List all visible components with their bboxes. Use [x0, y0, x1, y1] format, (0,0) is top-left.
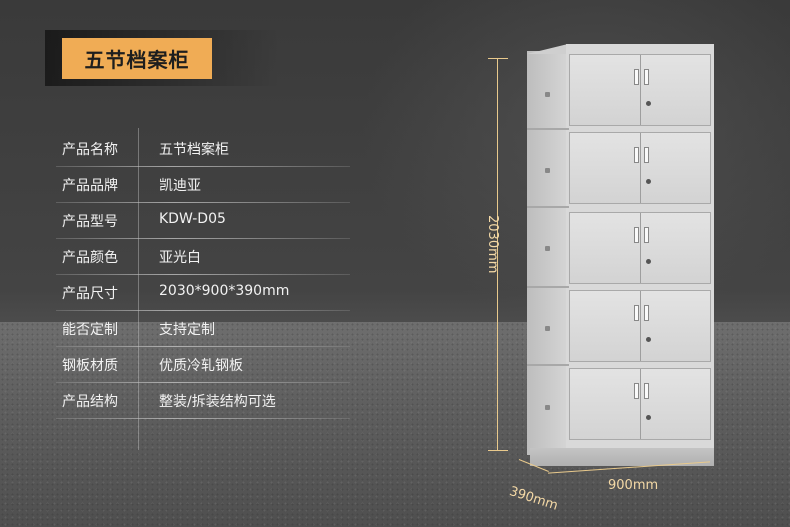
- cabinet-side-seam: [527, 364, 569, 366]
- door-split: [640, 213, 641, 283]
- spec-row: 能否定制 支持定制: [44, 310, 350, 347]
- door-split: [640, 291, 641, 361]
- height-dimension-line: [497, 58, 498, 450]
- door-split: [640, 133, 641, 203]
- cabinet-side-hole: [545, 405, 550, 410]
- door-handle: [634, 227, 639, 243]
- cabinet-door: [569, 290, 711, 362]
- door-split: [640, 55, 641, 125]
- spec-row-line: [56, 202, 350, 203]
- door-handle: [644, 147, 649, 163]
- cabinet-base: [530, 448, 714, 466]
- spec-row-line: [56, 310, 350, 311]
- spec-value: 五节档案柜: [159, 142, 229, 158]
- door-handle: [644, 383, 649, 399]
- door-handle: [644, 69, 649, 85]
- spec-row-line: [56, 418, 350, 419]
- cabinet-side-seam: [527, 286, 569, 288]
- spec-key: 产品颜色: [62, 250, 118, 266]
- door-lock: [646, 337, 651, 342]
- spec-value: 优质冷轧钢板: [159, 358, 243, 374]
- height-tick-bottom: [488, 450, 508, 451]
- spec-row-line: [56, 346, 350, 347]
- door-handle: [634, 147, 639, 163]
- spec-row-line: [56, 382, 350, 383]
- door-lock: [646, 179, 651, 184]
- cabinet-door: [569, 368, 711, 440]
- spec-key: 产品型号: [62, 214, 118, 230]
- door-handle: [644, 305, 649, 321]
- spec-row: 产品品牌 凯迪亚: [44, 166, 350, 203]
- spec-row: 产品尺寸 2030*900*390mm: [44, 274, 350, 311]
- cabinet-side-hole: [545, 168, 550, 173]
- cabinet-side-seam: [527, 206, 569, 208]
- spec-row: 产品颜色 亚光白: [44, 238, 350, 275]
- door-handle: [634, 383, 639, 399]
- door-lock: [646, 259, 651, 264]
- spec-value: 整装/拆装结构可选: [159, 394, 276, 410]
- door-handle: [634, 69, 639, 85]
- spec-key: 产品名称: [62, 142, 118, 158]
- spec-row: 产品结构 整装/拆装结构可选: [44, 382, 350, 419]
- door-lock: [646, 101, 651, 106]
- door-handle: [634, 305, 639, 321]
- spec-value: 支持定制: [159, 322, 215, 338]
- door-split: [640, 369, 641, 439]
- spec-value: 2030*900*390mm: [159, 283, 290, 299]
- spec-value: 亚光白: [159, 250, 201, 266]
- spec-key: 产品品牌: [62, 178, 118, 194]
- spec-value: 凯迪亚: [159, 178, 201, 194]
- cabinet-side-hole: [545, 326, 550, 331]
- spec-row-line: [56, 238, 350, 239]
- spec-value: KDW-D05: [159, 211, 226, 227]
- cabinet-side-hole: [545, 246, 550, 251]
- width-dimension-label: 900mm: [608, 478, 659, 493]
- spec-key: 钢板材质: [62, 358, 118, 374]
- spec-row: 产品名称 五节档案柜: [44, 130, 350, 167]
- door-handle: [644, 227, 649, 243]
- spec-row-line: [56, 274, 350, 275]
- product-title: 五节档案柜: [62, 38, 212, 79]
- spec-key: 产品尺寸: [62, 286, 118, 302]
- cabinet-door: [569, 132, 711, 204]
- cabinet-side-hole: [545, 92, 550, 97]
- door-lock: [646, 415, 651, 420]
- cabinet-side-seam: [527, 128, 569, 130]
- cabinet-side-panel: [527, 51, 569, 455]
- spec-row-line: [56, 166, 350, 167]
- cabinet-door: [569, 54, 711, 126]
- spec-table-divider: [138, 128, 139, 450]
- height-tick-top: [488, 58, 508, 59]
- spec-row: 产品型号 KDW-D05: [44, 202, 350, 239]
- cabinet-door: [569, 212, 711, 284]
- spec-key: 产品结构: [62, 394, 118, 410]
- height-dimension-label: 2030mm: [485, 215, 500, 274]
- spec-row: 钢板材质 优质冷轧钢板: [44, 346, 350, 383]
- spec-key: 能否定制: [62, 322, 118, 338]
